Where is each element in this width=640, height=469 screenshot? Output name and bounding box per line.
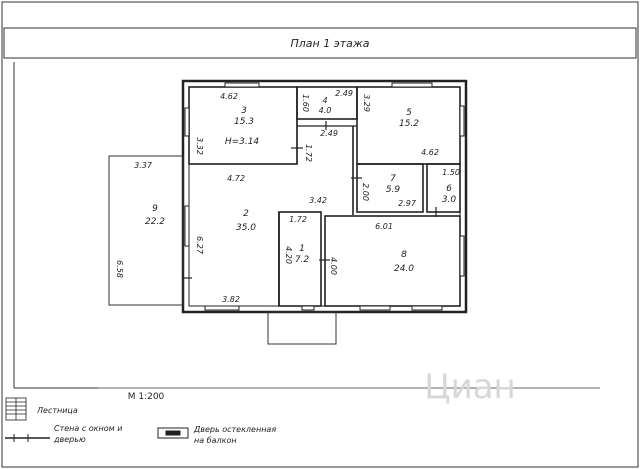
plan-title: План 1 этажа <box>290 37 369 50</box>
dim-corridor-width: 2.49 <box>320 129 338 138</box>
dim-room2-bottom: 3.82 <box>222 295 240 304</box>
room-number-6: 6 <box>446 184 452 194</box>
room-number-2: 2 <box>243 209 249 219</box>
legend-wall-label-1: Стена с окном и <box>54 424 122 433</box>
legend-stairs-label: Лестница <box>36 406 78 415</box>
dim-room2-width: 4.72 <box>227 174 245 183</box>
dim-room4-width: 2.49 <box>335 89 353 98</box>
scale-label: М 1:200 <box>128 392 165 402</box>
room-number-9: 9 <box>152 204 158 214</box>
legend-door-label-2: на балкон <box>194 436 237 445</box>
doors <box>183 121 437 279</box>
dim-terrace-width: 3.37 <box>134 161 153 170</box>
room-area-9: 22.2 <box>145 217 165 227</box>
dim-room1-width: 1.72 <box>289 215 307 224</box>
dim-room7-width: 2.97 <box>398 199 417 208</box>
title-box <box>3 27 637 59</box>
dimension-labels: 4.62 1.60 2.49 3.29 3.32 2.49 1.72 4.62 … <box>115 89 460 304</box>
room-area-6: 3.0 <box>442 195 457 205</box>
dim-terrace-depth: 6.58 <box>115 260 124 278</box>
room-area-8: 24.0 <box>394 264 414 274</box>
legend-door-label-1: Дверь остекленная <box>193 425 276 434</box>
dim-room3-depth: 3.32 <box>195 137 204 155</box>
glazed-door-icon <box>157 427 189 439</box>
room-area-3: 15.3 <box>234 117 254 127</box>
room-6-walls <box>426 163 461 213</box>
room-area-2: 35.0 <box>236 223 256 233</box>
room-number-7: 7 <box>390 174 396 184</box>
dim-room3-width: 4.62 <box>220 92 238 101</box>
room-number-4: 4 <box>322 96 327 105</box>
stairs-icon <box>5 397 27 421</box>
dim-room7-depth: 2.00 <box>361 183 370 201</box>
dim-room8-width: 6.01 <box>375 222 393 231</box>
room-number-1: 1 <box>299 244 305 254</box>
dim-hall-width: 3.42 <box>309 196 327 205</box>
porch <box>267 311 337 345</box>
room-area-1: 7.2 <box>295 255 310 265</box>
room-number-3: 3 <box>241 106 247 116</box>
legend-wall-label-2: дверью <box>53 435 86 444</box>
room-number-5: 5 <box>406 108 412 118</box>
ceiling-height-note: H=3.14 <box>225 137 260 147</box>
room-number-8: 8 <box>401 250 407 260</box>
dim-room1-depth: 4.20 <box>284 246 293 264</box>
watermark: Циан <box>424 367 516 407</box>
windows <box>184 82 465 311</box>
room-area-4: 4.0 <box>319 106 332 115</box>
dim-room8-depth: 4.00 <box>329 257 338 275</box>
dim-corridor-depth: 1.72 <box>304 144 313 162</box>
room-area-5: 15.2 <box>399 119 419 129</box>
dim-room6-width: 1.50 <box>442 168 460 177</box>
room-labels: 3 15.3 4 4.0 5 15.2 7 5.9 6 3.0 2 35.0 9… <box>145 96 456 274</box>
dim-room5-width: 4.62 <box>421 148 439 157</box>
dim-room2-depth: 6.27 <box>195 236 204 255</box>
terrace-9 <box>108 155 184 306</box>
dim-room4-depth: 1.60 <box>301 94 310 112</box>
room-area-7: 5.9 <box>386 185 401 195</box>
room-7-walls <box>356 163 424 213</box>
dim-room5-depth: 3.29 <box>362 94 371 112</box>
wall-window-door-icon <box>5 434 50 442</box>
